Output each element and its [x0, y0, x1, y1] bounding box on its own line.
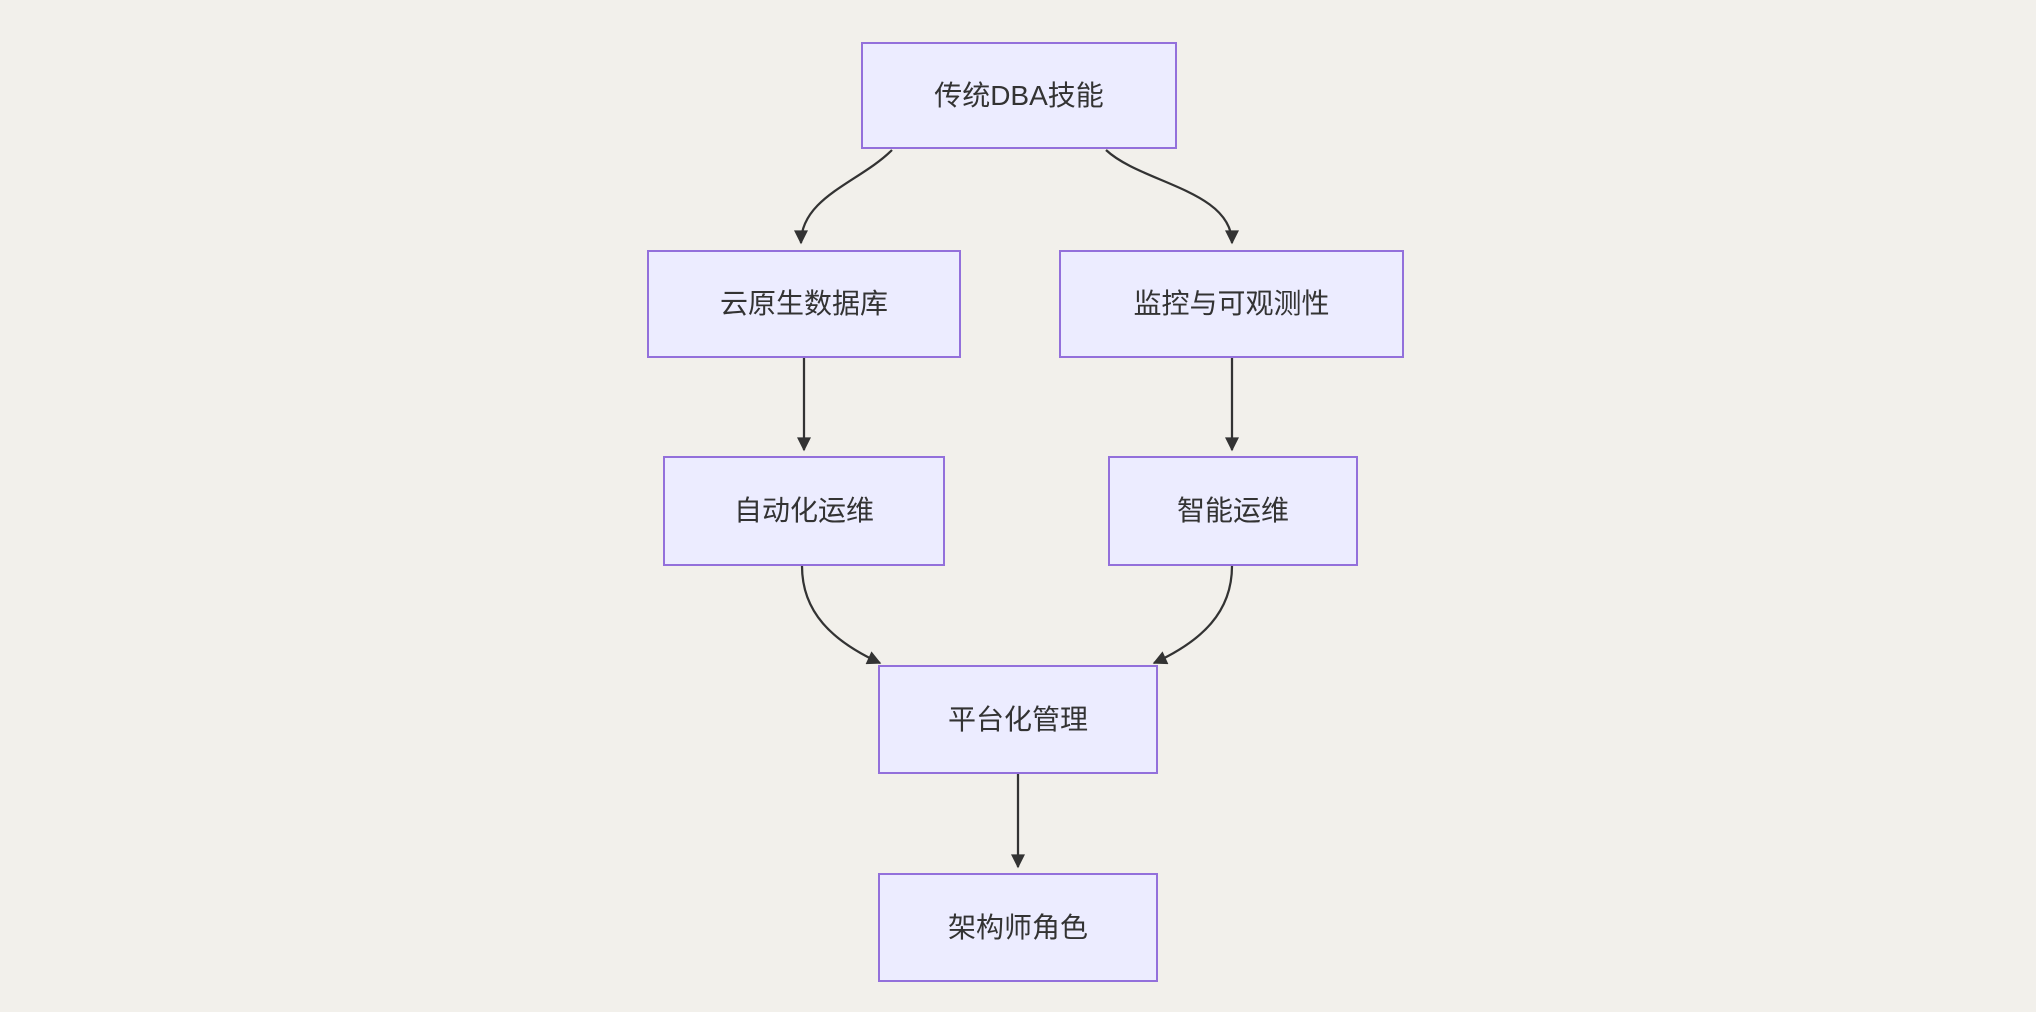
- node-label: 平台化管理: [947, 703, 1088, 735]
- node-cloud-native-database: 云原生数据库: [647, 250, 961, 358]
- node-automated-operations: 自动化运维: [663, 456, 945, 566]
- node-intelligent-operations: 智能运维: [1108, 456, 1358, 566]
- node-architect-role: 架构师角色: [878, 873, 1158, 982]
- edge-traditional-to-monitoring: [1105, 149, 1239, 245]
- node-label: 自动化运维: [733, 495, 874, 527]
- node-label: 智能运维: [1176, 495, 1289, 527]
- edge-autoops-to-platform: [800, 565, 882, 665]
- node-label: 传统DBA技能: [934, 79, 1104, 111]
- node-label: 架构师角色: [947, 911, 1088, 943]
- node-platform-management: 平台化管理: [878, 665, 1158, 774]
- node-label: 云原生数据库: [719, 288, 888, 320]
- edge-aiops-to-platform: [1152, 565, 1234, 665]
- node-traditional-dba-skills: 传统DBA技能: [861, 42, 1177, 149]
- edge-traditional-to-cloudnative: [794, 149, 893, 245]
- node-monitoring-observability: 监控与可观测性: [1059, 250, 1404, 358]
- node-label: 监控与可观测性: [1133, 288, 1330, 320]
